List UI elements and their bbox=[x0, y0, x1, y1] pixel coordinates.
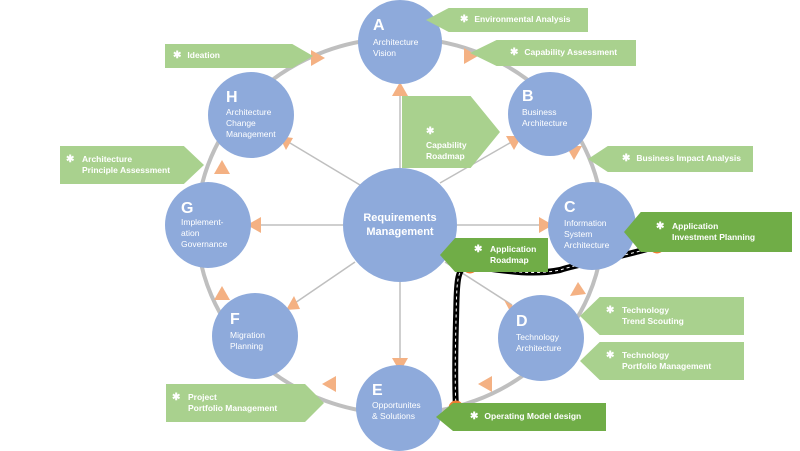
tag-environmental-analysis: ✱ Environmental Analysis bbox=[426, 8, 588, 32]
gear-icon: ✱ bbox=[656, 221, 665, 232]
gear-icon: ✱ bbox=[474, 244, 483, 255]
tag-project-portfolio-management: ✱ Project Portfolio Management bbox=[166, 384, 324, 422]
gear-icon: ✱ bbox=[606, 350, 615, 361]
tag-business-impact-analysis: ✱ Business Impact Analysis bbox=[588, 146, 753, 172]
tag-label: Application Roadmap bbox=[490, 244, 537, 265]
phase-letter: H bbox=[226, 89, 238, 106]
gear-icon: ✱ bbox=[426, 126, 435, 137]
tag-label: Technology Portfolio Management bbox=[622, 350, 712, 371]
phase-c-information-system-architecture: C Information System Architecture bbox=[548, 182, 636, 270]
phase-letter: F bbox=[230, 311, 240, 328]
phase-letter: D bbox=[516, 313, 528, 330]
phase-a-architecture-vision: A Architecture Vision bbox=[358, 0, 442, 84]
gear-icon: ✱ bbox=[66, 154, 75, 165]
requirements-management-hub: Requirements Management bbox=[343, 168, 457, 282]
tag-label: Environmental Analysis bbox=[474, 14, 571, 24]
phase-name: Technology Architecture bbox=[516, 332, 562, 353]
tag-application-roadmap: ✱ Application Roadmap bbox=[440, 238, 548, 272]
phase-d-technology-architecture: D Technology Architecture bbox=[498, 295, 584, 381]
phase-letter: A bbox=[373, 17, 385, 34]
phase-name: Implement- ation Governance bbox=[181, 217, 228, 249]
gear-icon: ✱ bbox=[173, 50, 182, 61]
phase-letter: B bbox=[522, 88, 534, 105]
phase-name: Migration Planning bbox=[230, 330, 265, 351]
phase-g-implementation-governance: G Implement- ation Governance bbox=[165, 182, 251, 268]
phase-letter: E bbox=[372, 382, 383, 399]
phase-letter: C bbox=[564, 199, 576, 216]
tag-application-investment-planning: ✱ Application Investment Planning bbox=[624, 212, 792, 252]
tag-label: Architecture Principle Assessment bbox=[82, 154, 171, 175]
tag-capability-assessment: ✱ Capability Assessment bbox=[470, 40, 636, 66]
gear-icon: ✱ bbox=[172, 392, 181, 403]
tag-label: Application Investment Planning bbox=[672, 221, 756, 242]
phase-name: Architecture Vision bbox=[373, 37, 419, 58]
phase-name: Opportunites & Solutions bbox=[372, 400, 421, 421]
phase-f-migration-planning: F Migration Planning bbox=[212, 293, 298, 379]
gear-icon: ✱ bbox=[622, 153, 631, 164]
phase-b-business-architecture: B Business Architecture bbox=[508, 72, 592, 156]
tag-label: Business Impact Analysis bbox=[636, 153, 741, 163]
gear-icon: ✱ bbox=[510, 47, 519, 58]
center-label: Requirements Management bbox=[363, 212, 437, 238]
phase-name: Information System Architecture bbox=[564, 218, 610, 250]
tag-operating-model-design: ✱ Operating Model design bbox=[436, 403, 606, 431]
phase-name: Business Architecture bbox=[522, 107, 568, 128]
ring-arrowheads bbox=[214, 48, 586, 392]
tag-label: Operating Model design bbox=[484, 411, 582, 421]
tag-label: Capability Assessment bbox=[524, 47, 618, 57]
phase-e-opportunities-solutions: E Opportunites & Solutions bbox=[356, 365, 442, 451]
gear-icon: ✱ bbox=[470, 411, 479, 422]
phase-name: Architecture Change Management bbox=[226, 107, 276, 139]
tag-label: Technology Trend Scouting bbox=[622, 305, 684, 326]
phase-letter: G bbox=[181, 200, 194, 217]
tag-ideation: ✱ Ideation bbox=[165, 44, 313, 68]
tag-technology-portfolio-management: ✱ Technology Portfolio Management bbox=[580, 342, 744, 380]
tag-architecture-principle-assessment: ✱ Architecture Principle Assessment bbox=[60, 146, 204, 184]
tag-label: Project Portfolio Management bbox=[188, 392, 278, 413]
tag-label: Capability Roadmap bbox=[426, 140, 467, 161]
tag-technology-trend-scouting: ✱ Technology Trend Scouting bbox=[580, 297, 744, 335]
gear-icon: ✱ bbox=[460, 14, 469, 25]
gear-icon: ✱ bbox=[606, 305, 615, 316]
phase-h-architecture-change-management: H Architecture Change Management bbox=[208, 72, 294, 158]
tag-label: Ideation bbox=[187, 50, 220, 60]
